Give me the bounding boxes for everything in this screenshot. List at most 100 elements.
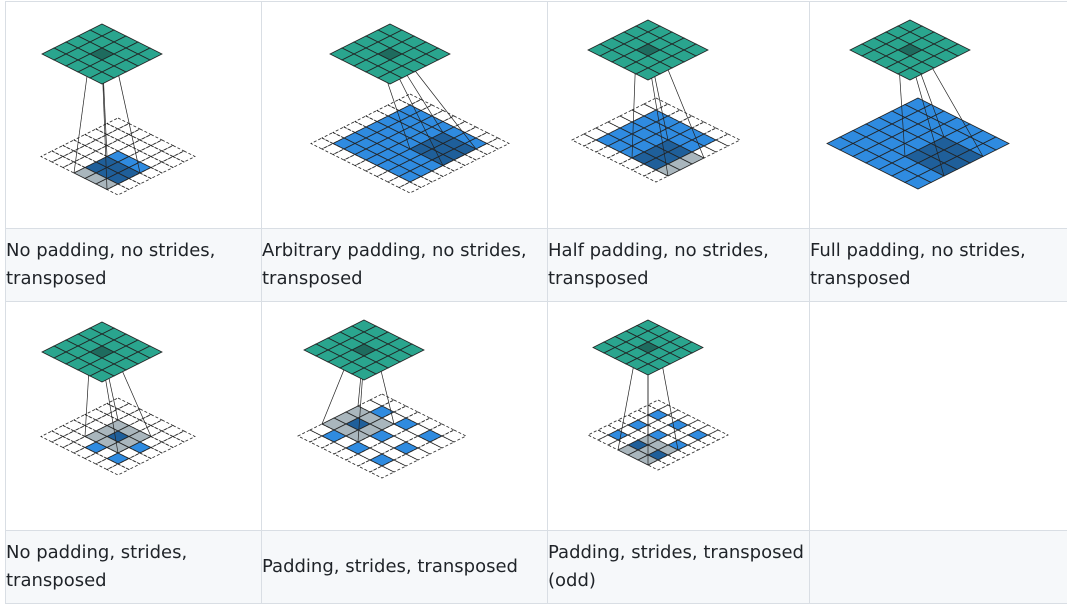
input-padding-cell bbox=[365, 110, 389, 122]
input-padding-cell bbox=[161, 425, 185, 437]
input-padding-cell bbox=[429, 435, 455, 449]
input-padding-cell bbox=[150, 150, 174, 163]
input-padding-cell bbox=[95, 414, 119, 426]
input-padding-cell bbox=[106, 128, 130, 141]
input-padding-cell bbox=[420, 170, 444, 183]
input-padding-cell bbox=[643, 169, 669, 183]
input-padding-cell bbox=[376, 104, 400, 117]
input-padding-cell bbox=[393, 405, 419, 419]
input-padding-cell bbox=[117, 178, 141, 190]
input-padding-cell bbox=[310, 137, 334, 150]
input-padding-cell bbox=[106, 139, 130, 152]
input-cell bbox=[106, 452, 130, 465]
input-padding-cell bbox=[150, 441, 174, 454]
input-padding-cell bbox=[117, 123, 141, 135]
input-padding-cell bbox=[150, 161, 174, 174]
input-padding-cell bbox=[365, 165, 389, 177]
caption: Full padding, no strides, transposed bbox=[809, 228, 1067, 302]
input-padding-cell bbox=[597, 434, 619, 446]
caption: Padding, strides, transposed bbox=[261, 530, 548, 604]
input-padding-cell bbox=[398, 181, 422, 194]
input-padding-cell bbox=[139, 145, 163, 157]
conv-transposed-figure bbox=[587, 319, 729, 471]
output-cell bbox=[89, 71, 115, 85]
input-padding-cell bbox=[73, 134, 97, 146]
input-padding-cell bbox=[369, 393, 395, 407]
input-padding-cell bbox=[106, 463, 130, 476]
input-padding-cell bbox=[354, 159, 378, 172]
conv-transposed-figure bbox=[571, 19, 741, 183]
input-padding-cell bbox=[128, 452, 152, 465]
input-padding-cell bbox=[343, 121, 367, 133]
input-padding-cell bbox=[393, 453, 419, 467]
output-cell bbox=[89, 369, 115, 383]
input-padding-cell bbox=[417, 441, 443, 455]
input-padding-cell bbox=[139, 134, 163, 146]
input-padding-cell bbox=[571, 133, 597, 147]
input-padding-cell bbox=[442, 159, 466, 172]
input-padding-cell bbox=[62, 150, 86, 163]
figure-cell-full-padding bbox=[809, 1, 1067, 229]
figure-cell-no-padding-no-strides bbox=[5, 1, 262, 229]
output-cell bbox=[377, 71, 403, 85]
input-padding-cell bbox=[117, 134, 141, 146]
caption: Arbitrary padding, no strides, transpose… bbox=[261, 228, 548, 302]
input-padding-cell bbox=[667, 429, 689, 441]
input-padding-cell bbox=[95, 447, 119, 459]
input-padding-cell bbox=[128, 419, 152, 432]
input-padding-cell bbox=[150, 430, 174, 443]
figure-cell-arbitrary-padding bbox=[261, 1, 548, 229]
conv-transposed-figure bbox=[40, 321, 196, 476]
input-padding-cell bbox=[62, 139, 86, 152]
input-padding-cell bbox=[442, 115, 466, 128]
input-padding-cell bbox=[647, 419, 669, 431]
input-padding-cell bbox=[398, 93, 422, 106]
output-cell bbox=[636, 363, 660, 376]
input-padding-cell bbox=[627, 409, 649, 421]
input-padding-cell bbox=[73, 145, 97, 157]
input-padding-cell bbox=[369, 441, 395, 455]
input-padding-cell bbox=[84, 408, 108, 421]
input-padding-cell bbox=[84, 150, 108, 163]
input-padding-cell bbox=[420, 104, 444, 117]
input-padding-cell bbox=[431, 165, 455, 177]
input-padding-cell bbox=[321, 441, 347, 455]
input-padding-cell bbox=[647, 399, 669, 411]
input-cell bbox=[647, 409, 669, 421]
input-cell bbox=[607, 429, 629, 441]
input-cell bbox=[667, 419, 689, 431]
conv-transposed-figure bbox=[826, 19, 1010, 190]
input-padding-cell bbox=[161, 145, 185, 157]
input-padding-cell bbox=[393, 429, 419, 443]
input-cell bbox=[904, 175, 932, 190]
figure-cell-padding-strides-odd bbox=[547, 301, 810, 531]
input-padding-cell bbox=[409, 176, 433, 188]
input-padding-cell bbox=[139, 425, 163, 437]
input-padding-cell bbox=[369, 465, 395, 479]
input-padding-cell bbox=[62, 441, 86, 454]
input-padding-cell bbox=[128, 150, 152, 163]
input-padding-cell bbox=[128, 172, 152, 185]
input-padding-cell bbox=[139, 167, 163, 179]
input-padding-cell bbox=[321, 143, 345, 155]
input-padding-cell bbox=[51, 436, 75, 448]
caption: No padding, no strides, transposed bbox=[5, 228, 262, 302]
input-cell bbox=[393, 441, 419, 455]
input-padding-cell bbox=[117, 458, 141, 470]
input-padding-cell bbox=[321, 132, 345, 144]
input-padding-cell bbox=[139, 414, 163, 426]
input-padding-cell bbox=[587, 429, 609, 441]
caption bbox=[809, 530, 1067, 604]
input-padding-cell bbox=[106, 397, 130, 410]
input-padding-cell bbox=[62, 161, 86, 174]
input-padding-cell bbox=[161, 436, 185, 448]
input-padding-cell bbox=[139, 436, 163, 448]
input-padding-cell bbox=[95, 123, 119, 135]
input-padding-cell bbox=[62, 430, 86, 443]
input-padding-cell bbox=[73, 436, 97, 448]
input-padding-cell bbox=[345, 453, 371, 467]
input-padding-cell bbox=[431, 110, 455, 122]
input-padding-cell bbox=[117, 145, 141, 157]
input-padding-cell bbox=[150, 419, 174, 432]
conv-transposed-figure bbox=[297, 319, 467, 479]
